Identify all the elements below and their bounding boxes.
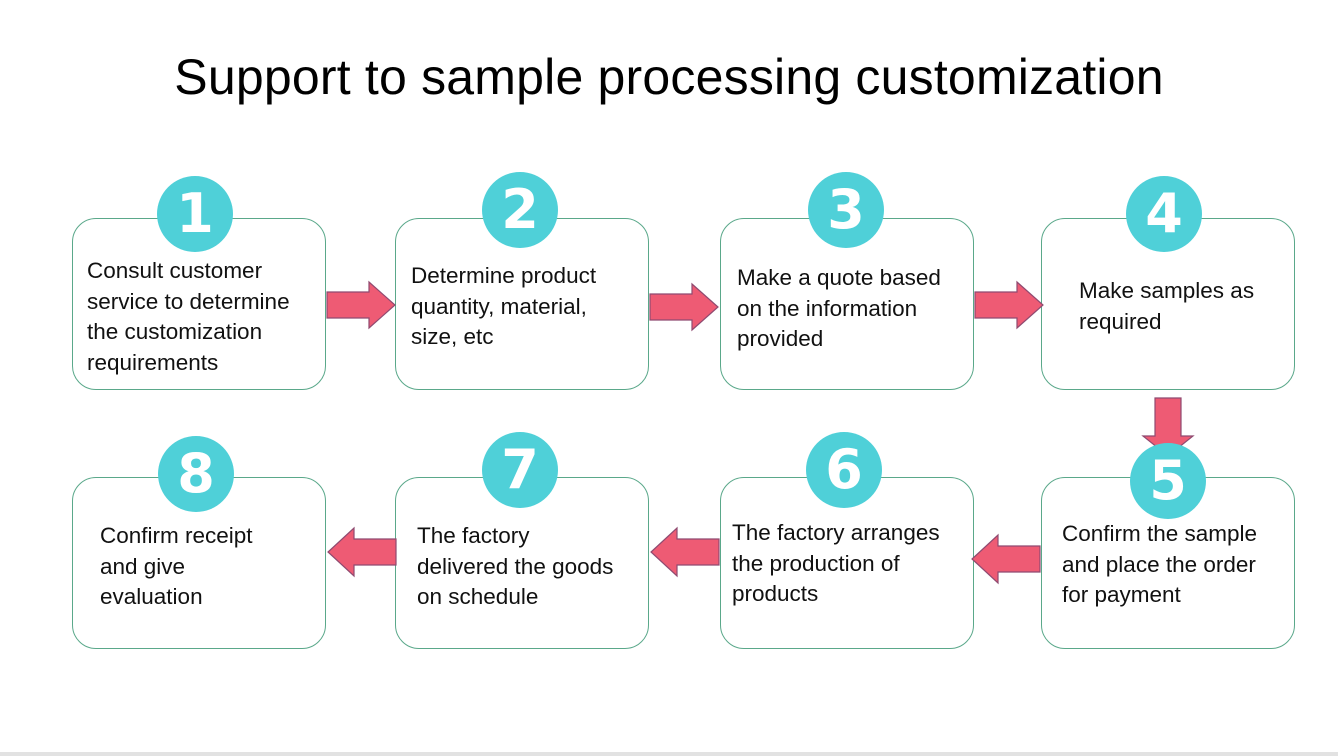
step-text-line: provided [737,326,824,351]
step-text-line: Make a quote based [737,265,941,290]
step-text-line: The factory arranges [732,520,940,545]
step-text-line: Determine product [411,263,597,288]
step-box [1041,218,1295,390]
step-text-line: and place the order [1062,551,1256,577]
step-1-badge: 1 [157,176,233,252]
arrow-shape [971,533,1041,585]
step-1-text: Consult customer service to determine th… [87,256,290,378]
step-4: Make samples as required [1041,218,1295,390]
step-text-line: service to determine [87,288,290,314]
step-text-line: quantity, material, [411,293,587,319]
bottom-divider [0,752,1338,756]
step-3-badge: 3 [808,172,884,248]
step-2-text: Determine product quantity, material, si… [411,261,596,353]
step-text-line: products [732,581,819,606]
step-text-line: Confirm receipt [100,523,253,548]
step-4-badge: 4 [1126,176,1202,252]
step-5-text: Confirm the sample and place the order f… [1062,519,1257,611]
step-2-badge: 2 [482,172,558,248]
arrow-shape [327,526,397,578]
step-5-badge: 5 [1130,443,1206,519]
step-text-line: The factory [417,523,530,548]
arrow-right-icon [974,280,1044,330]
arrow-shape [326,280,396,330]
step-text-line: Confirm the sample [1062,521,1258,546]
step-text-line: Make samples as [1079,278,1255,303]
step-text-line: on schedule [417,584,539,609]
arrow-right-icon [649,282,719,332]
step-6-badge: 6 [806,432,882,508]
step-6-text: The factory arranges the production of p… [732,518,940,610]
arrow-left-icon [650,526,720,578]
step-6: The factory arranges the production of p… [720,477,974,649]
step-8-badge: 8 [158,436,234,512]
arrow-left-icon [971,533,1041,585]
step-text-line: requirements [87,349,219,375]
step-text-line: evaluation [100,584,203,609]
step-text-line: the production of [732,550,900,576]
step-8-text: Confirm receipt and give evaluation [100,521,253,613]
arrow-shape [974,280,1044,330]
arrow-shape [650,526,720,578]
step-4-text: Make samples as required [1079,276,1254,337]
step-7-badge: 7 [482,432,558,508]
step-text-line: the customization [87,319,263,344]
step-text-line: Consult customer [87,258,263,283]
step-text-line: and give [100,553,186,579]
step-text-line: for payment [1062,582,1181,607]
step-text-line: delivered the goods [417,553,614,579]
step-3-text: Make a quote based on the information pr… [737,263,941,355]
arrow-right-icon [326,280,396,330]
step-text-line: size, etc [411,324,494,349]
page-title: Support to sample processing customizati… [174,49,1164,105]
step-text-line: required [1079,308,1162,334]
arrow-shape [649,282,719,332]
step-7-text: The factory delivered the goods on sched… [417,521,613,613]
step-text-line: on the information [737,295,918,321]
arrow-left-icon [327,526,397,578]
